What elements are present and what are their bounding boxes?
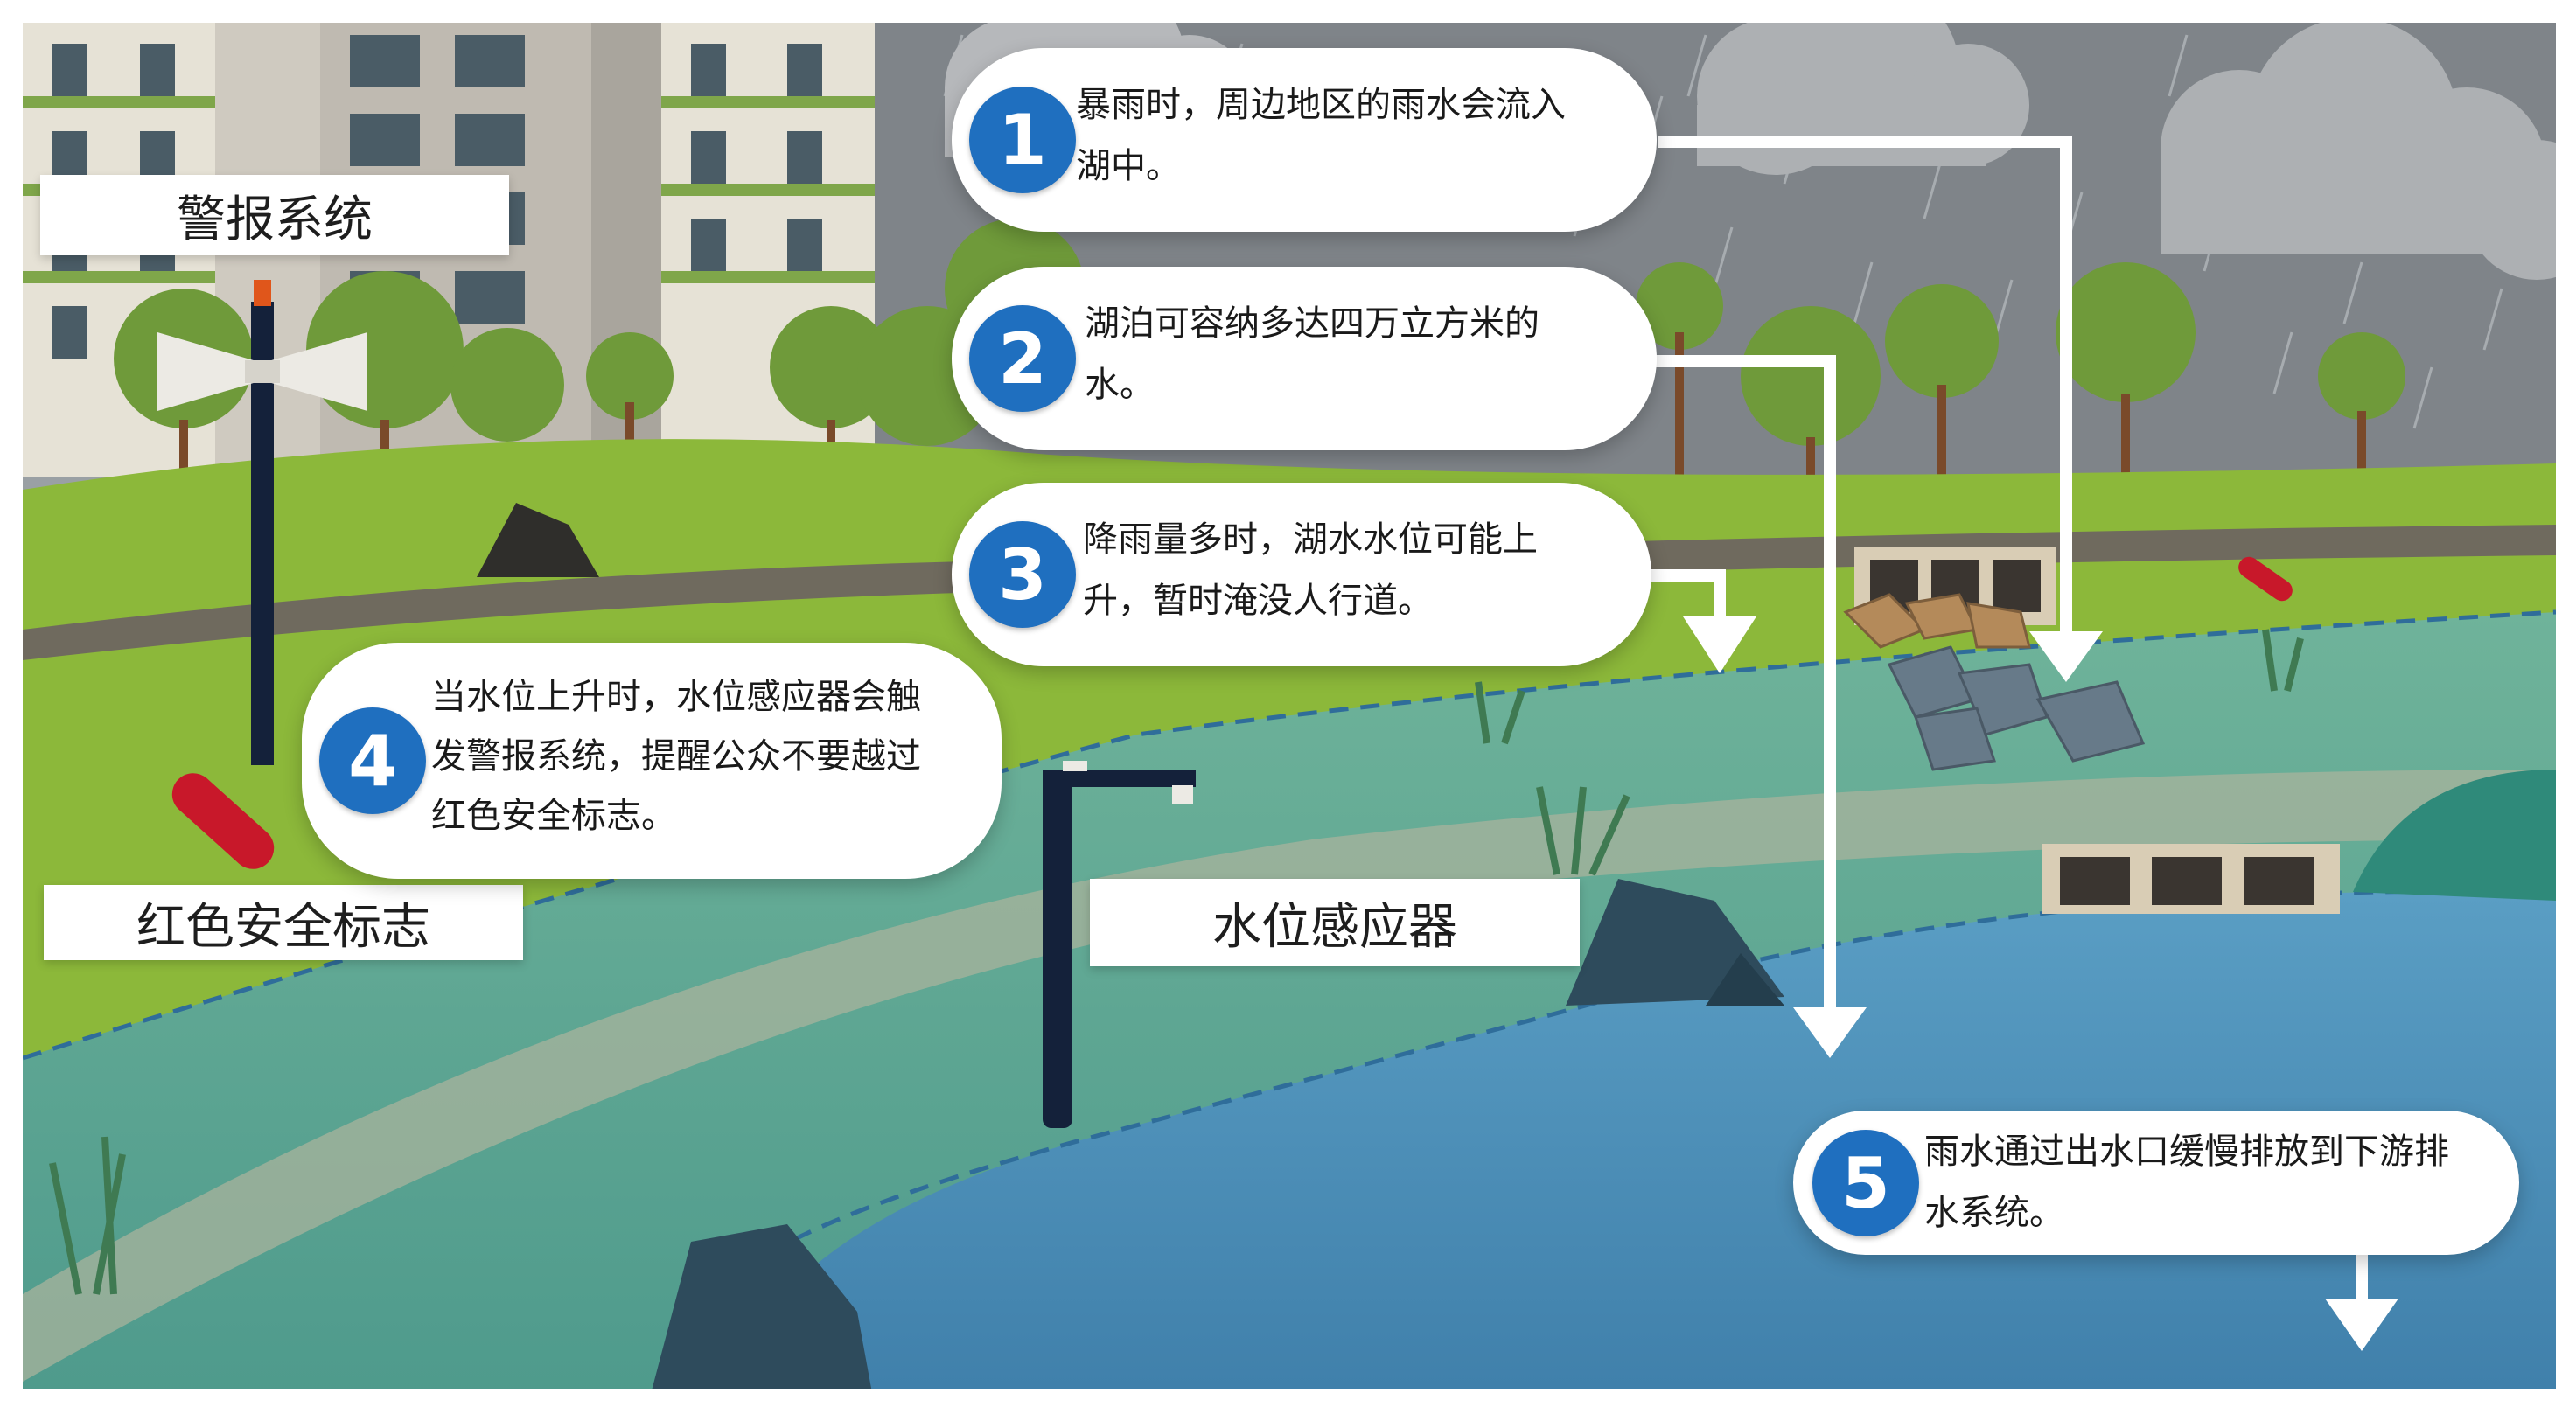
callout-4: 4 当水位上升时，水位感应器会触 发警报系统，提醒公众不要越过 红色安全标志。 [302,643,1002,879]
alarm-system-label: 警报系统 [40,175,509,255]
reeds [49,629,2304,1295]
callout-5-text: 雨水通过出水口缓慢排放到下游排 水系统。 [1924,1132,2449,1233]
step-5-badge: 5 [1812,1130,1919,1236]
callout-2: 2 湖泊可容纳多达四万立方米的 水。 [952,267,1657,450]
step-2-badge: 2 [969,305,1076,412]
callout-4-text: 当水位上升时，水位感应器会触 发警报系统，提醒公众不要越过 红色安全标志。 [431,677,921,836]
callout-3-text: 降雨量多时，湖水水位可能上 升，暂时淹没人行道。 [1083,519,1538,621]
callout-5: 5 雨水通过出水口缓慢排放到下游排 水系统。 [1793,1111,2519,1255]
red-safety-marker-shape [171,556,2293,869]
callout-2-text: 湖泊可容纳多达四万立方米的 水。 [1085,303,1539,405]
rocks [477,503,1784,1389]
flow-arrows [1640,136,2368,1303]
step-4-badge: 4 [319,707,426,814]
callout-1: 1 暴雨时，周边地区的雨水会流入 湖中。 [952,48,1657,232]
lower-outlet [2042,770,2556,914]
step-1-badge: 1 [969,87,1076,193]
water-level-sensor-label: 水位感应器 [1090,879,1580,966]
step-3-badge: 3 [969,521,1076,628]
lake [723,891,2556,1389]
callout-1-text: 暴雨时，周边地区的雨水会流入 湖中。 [1076,85,1566,186]
arrow-heads [1683,616,2398,1351]
water-sensor-post [1043,761,1196,1128]
alarm-siren [157,280,367,765]
callout-3: 3 降雨量多时，湖水水位可能上 升，暂时淹没人行道。 [952,483,1651,666]
red-safety-marker-label: 红色安全标志 [44,885,523,960]
inlet-outfall [1843,547,2146,771]
